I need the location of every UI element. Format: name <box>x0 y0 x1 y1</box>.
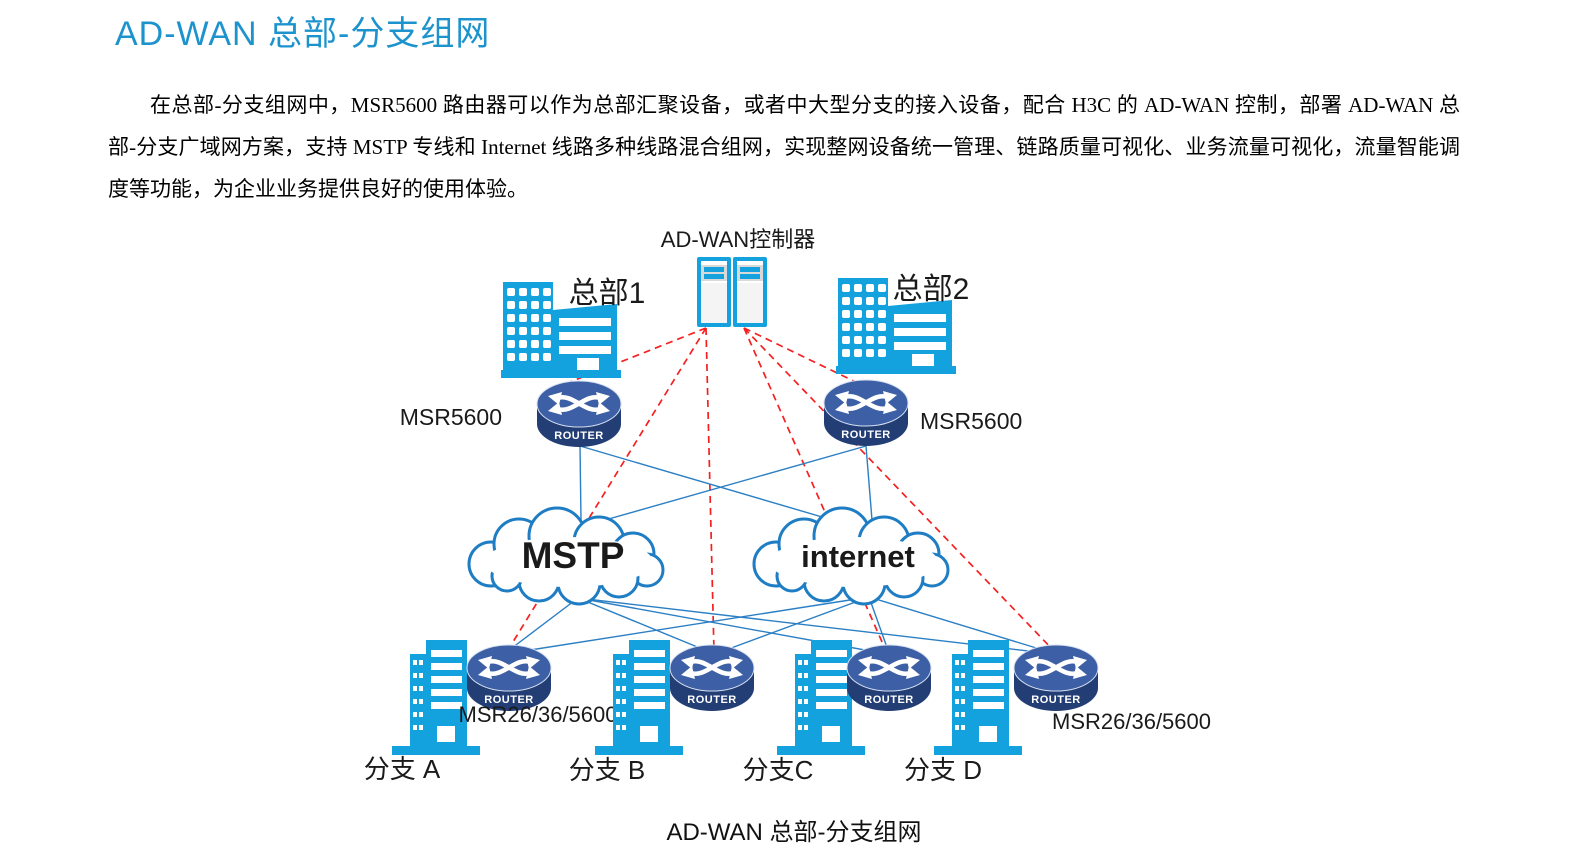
branch-d-router-icon: ROUTER <box>1014 645 1098 711</box>
controller-servers <box>697 257 767 327</box>
link-internet-branch-c <box>868 596 890 654</box>
internet-cloud-label: internet <box>801 539 915 574</box>
link-internet-branch-b <box>714 596 870 655</box>
link-mstp-branch-a <box>507 597 579 652</box>
hq2-router-label: MSR5600 <box>920 408 1022 434</box>
link-internet-branch-d <box>868 596 1057 655</box>
branch-a-router-icon: ROUTER <box>467 645 551 711</box>
branch-c-label: 分支C <box>743 755 814 785</box>
server-icon <box>697 257 731 327</box>
hq1-router-label: MSR5600 <box>400 404 502 430</box>
router-text: ROUTER <box>484 694 533 706</box>
branch-a-label: 分支 A <box>364 754 441 784</box>
branch-a-building-icon <box>392 640 480 755</box>
intro-paragraph: 在总部-分支组网中，MSR5600 路由器可以作为总部汇聚设备，或者中大型分支的… <box>108 93 1460 201</box>
hq1-router-icon: ROUTER <box>537 381 621 447</box>
branch-routers-right-label: MSR26/36/5600 <box>1052 709 1211 734</box>
hq1-label: 总部1 <box>569 277 646 310</box>
network-diagram: AD-WAN控制器 总部1 MSR5600 ROUTER 总部2 MSR5600… <box>364 227 1211 785</box>
mstp-cloud-label: MSTP <box>522 535 625 576</box>
branch-c-router-icon: ROUTER <box>847 645 931 711</box>
controller-label: AD-WAN控制器 <box>661 227 815 252</box>
router-text: ROUTER <box>841 429 890 441</box>
internet-cloud: internet <box>752 506 950 606</box>
router-text: ROUTER <box>687 694 736 706</box>
branch-b-label: 分支 B <box>569 755 646 785</box>
branch-d-label: 分支 D <box>904 755 982 785</box>
link-hq1-mstp <box>579 445 582 521</box>
link-controller-hq1-router <box>559 327 707 387</box>
hq2-router-icon: ROUTER <box>824 380 908 446</box>
link-hq2-mstp <box>597 445 867 523</box>
link-internet-branch-a <box>510 596 870 654</box>
server-icon <box>733 257 767 327</box>
router-text: ROUTER <box>1031 694 1080 706</box>
link-controller-branch-d-router <box>743 327 1056 653</box>
branch-d-building-icon <box>934 640 1022 755</box>
link-mstp-branch-b <box>577 597 713 654</box>
mstp-cloud: MSTP <box>467 506 665 606</box>
page-title: AD-WAN 总部-分支组网 <box>115 15 491 53</box>
branch-b-building-icon <box>595 640 683 755</box>
branch-routers-left-label: MSR26/36/5600 <box>459 702 618 727</box>
router-text: ROUTER <box>864 694 913 706</box>
figure-caption: AD-WAN 总部-分支组网 <box>666 819 922 846</box>
link-hq2-internet <box>865 445 873 521</box>
hq2-label: 总部2 <box>893 273 970 306</box>
branch-b-router-icon: ROUTER <box>670 645 754 711</box>
link-controller-hq2-router <box>743 327 865 387</box>
link-hq1-internet <box>579 445 847 525</box>
router-text: ROUTER <box>554 430 603 442</box>
